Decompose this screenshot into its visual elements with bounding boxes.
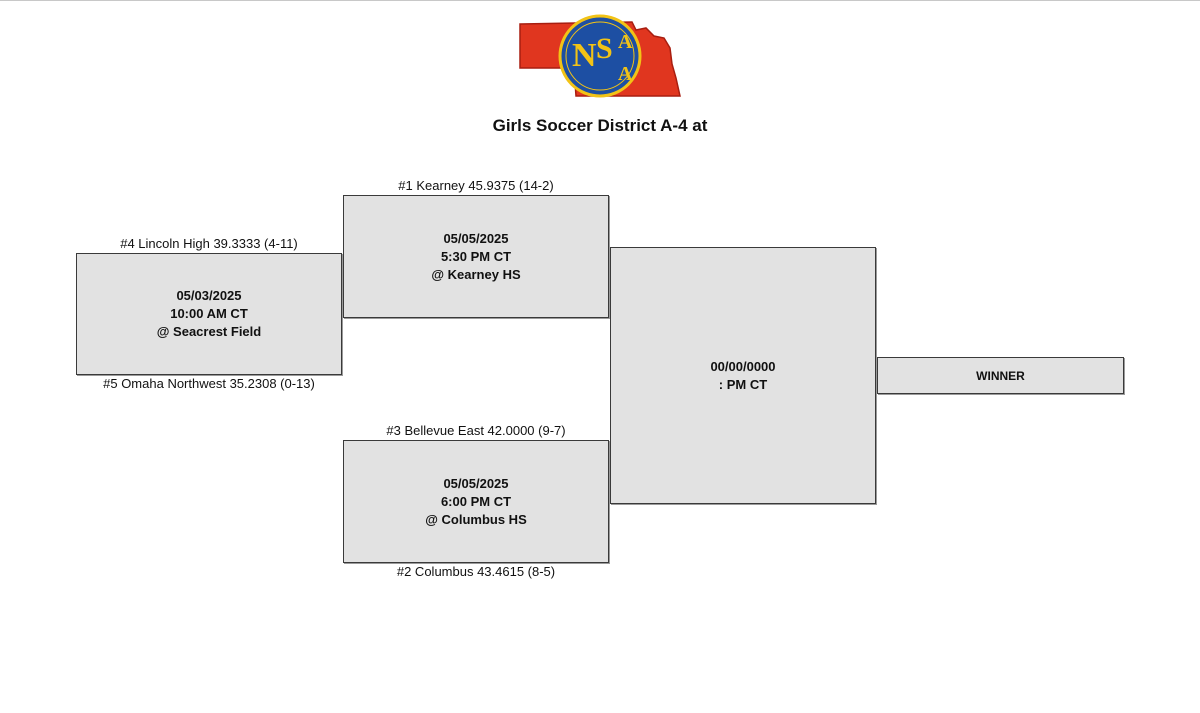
game2-box: 05/05/2025 5:30 PM CT @ Kearney HS (343, 195, 609, 318)
final-box: 00/00/0000 : PM CT (610, 247, 876, 504)
game2-date: 05/05/2025 (443, 230, 509, 246)
nsaa-logo: N S A A (514, 8, 684, 104)
game2-top-team: #1 Kearney 45.9375 (14-2) (398, 178, 554, 193)
game3-box: 05/05/2025 6:00 PM CT @ Columbus HS (343, 440, 609, 563)
game2-time: 5:30 PM CT (440, 248, 512, 264)
nebraska-state-icon: N S A A (519, 14, 681, 98)
svg-text:S: S (596, 32, 613, 65)
svg-text:N: N (572, 37, 597, 74)
game1-top-team: #4 Lincoln High 39.3333 (4-11) (120, 236, 298, 251)
winner-label: WINNER (976, 368, 1025, 383)
game3-location: @ Columbus HS (425, 511, 527, 527)
top-rule (0, 0, 1200, 1)
svg-text:A: A (618, 63, 633, 85)
game1-time: 10:00 AM CT (170, 306, 248, 321)
winner-box: WINNER (877, 357, 1124, 394)
final-date: 00/00/0000 (710, 358, 776, 374)
game1-box: 05/03/2025 10:00 AM CT @ Seacrest Field (76, 253, 342, 375)
game2-location: @ Kearney HS (431, 266, 521, 282)
game3-date: 05/05/2025 (443, 475, 509, 491)
page-title: Girls Soccer District A-4 at (492, 116, 708, 135)
game3-bottom-team: #2 Columbus 43.4615 (8-5) (396, 564, 556, 579)
final-time: : PM CT (718, 376, 768, 392)
svg-text:A: A (618, 31, 633, 53)
game1-bottom-team: #5 Omaha Northwest 35.2308 (0-13) (103, 376, 315, 391)
game3-time: 6:00 PM CT (440, 493, 512, 509)
game1-date: 05/03/2025 (176, 288, 242, 303)
game1-location: @ Seacrest Field (156, 324, 262, 339)
game3-top-team: #3 Bellevue East 42.0000 (9-7) (386, 423, 566, 438)
